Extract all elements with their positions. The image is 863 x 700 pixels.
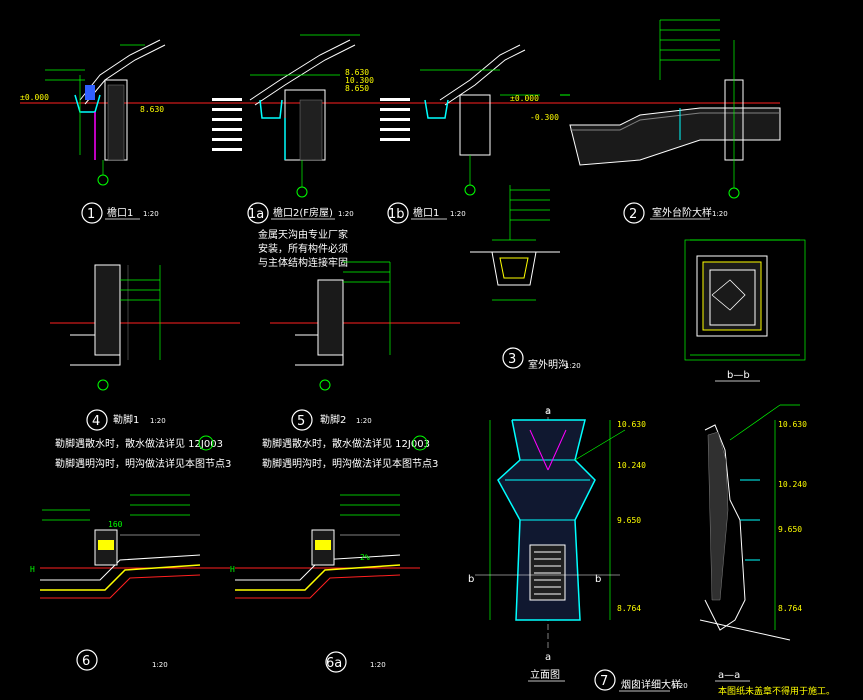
detail-1-eave: ±0.000 8.630 (20, 39, 190, 186)
d6-scale: 1:20 (152, 661, 168, 669)
bb-label: b—b (727, 370, 750, 381)
aa-elev-1: 10.630 (778, 420, 807, 429)
detail-5-plinth-2: 5 勒脚2 1:20 勒脚遇散水时，散水做法详见 12J003 勒脚遇明沟时，明… (262, 261, 460, 470)
elev-label: 立面图 (530, 668, 560, 681)
d6-num: 6 (82, 654, 90, 669)
detail-3-exterior-drain: 3 室外明沟 1:20 (470, 185, 581, 371)
d2-elev-1: ±0.000 (510, 94, 539, 103)
d1-title: 檐口1 (107, 206, 133, 219)
sec-a-bottom: a (545, 652, 551, 663)
d1b-num: 1b (388, 207, 405, 222)
detail-6-roof-parapet: H 160 6 1:20 (30, 494, 230, 671)
d2-elev-2: -0.300 (530, 113, 559, 122)
d3-title: 室外明沟 (528, 358, 568, 371)
d1-scale: 1:20 (143, 210, 159, 218)
detail-6a-roof-parapet: H 2% 6a 1:20 (230, 494, 420, 673)
aa-elev-3: 9.650 (778, 525, 802, 534)
chimney-elev-4: 8.764 (617, 604, 641, 613)
d6a-scale: 1:20 (370, 661, 386, 669)
d1-elev-right: 8.630 (140, 105, 164, 114)
d5-note-2: 勒脚遇明沟时，明沟做法详见本图节点3 (262, 457, 438, 470)
note-center-1: 金属天沟由专业厂家 (258, 228, 348, 241)
d7-num: 7 (600, 674, 608, 689)
d1a-elev-3: 8.650 (345, 84, 369, 93)
chimney-section-aa: 10.630 10.240 9.650 8.764 a—a (699, 404, 807, 682)
d1-elev: ±0.000 (20, 93, 49, 102)
d1a-elev-2: 10.300 (345, 76, 374, 85)
d4-note-1: 勒脚遇散水时，散水做法详见 12J003 (55, 437, 223, 450)
d5-title: 勒脚2 (320, 413, 346, 426)
d4-scale: 1:20 (150, 417, 166, 425)
d6-elev-h: H (30, 565, 35, 574)
detail-4-plinth-1: 4 勒脚1 1:20 勒脚遇散水时，散水做法详见 12J003 勒脚遇明沟时，明… (50, 264, 240, 470)
chimney-elev-3: 9.650 (617, 516, 641, 525)
d2-scale: 1:20 (712, 210, 728, 218)
d6a-elev-h: H (230, 565, 235, 574)
footer-note: 本图纸未盖章不得用于施工。 (718, 685, 835, 697)
sec-b-right: b (595, 574, 601, 585)
d2-title: 室外台阶大样 (652, 206, 712, 219)
svg-text:1: 1 (87, 207, 95, 222)
d1a-num: 1a (248, 207, 264, 222)
d3-num: 3 (508, 352, 516, 367)
d1b-title: 檐口1 (413, 206, 439, 219)
detail-7-label: 7 烟囱详细大样 1:20 (594, 669, 688, 692)
d7-title: 烟囱详细大样 (621, 678, 681, 691)
d1a-title: 檐口2(F房屋) (273, 206, 333, 219)
d3-scale: 1:20 (565, 362, 581, 370)
sec-b-left: b (468, 574, 474, 585)
chimney-elev-2: 10.240 (617, 461, 646, 470)
d4-num: 4 (92, 414, 100, 429)
detail-1b-eave (370, 44, 560, 196)
chimney-elevation: a a b b 10.630 10.240 9.650 8.764 立面图 (468, 406, 646, 682)
d6a-dim-2: 2% (360, 553, 370, 562)
note-center-3: 与主体结构连接牢固 (258, 256, 348, 269)
detail-1a-eave: 8.630 10.300 8.650 (170, 34, 380, 198)
section-bb: b—b (684, 239, 806, 382)
d2-num: 2 (629, 207, 637, 222)
chimney-elev-1: 10.630 (617, 420, 646, 429)
center-note: 金属天沟由专业厂家 安装，所有构件必须 与主体结构连接牢固 (258, 228, 348, 269)
d5-note-1: 勒脚遇散水时，散水做法详见 12J003 (262, 437, 430, 450)
detail-2-exterior-steps: ±0.000 -0.300 (510, 19, 781, 199)
aa-label: a—a (718, 670, 740, 681)
aa-elev-2: 10.240 (778, 480, 807, 489)
d1a-elev-1: 8.630 (345, 68, 369, 77)
d1a-scale: 1:20 (338, 210, 354, 218)
aa-elev-4: 8.764 (778, 604, 802, 613)
d5-scale: 1:20 (356, 417, 372, 425)
d4-title: 勒脚1 (113, 413, 139, 426)
sec-a-top: a (545, 406, 551, 417)
d6a-num: 6a (326, 656, 342, 671)
d1b-scale: 1:20 (450, 210, 466, 218)
note-center-2: 安装，所有构件必须 (258, 242, 348, 255)
d6-dim-160: 160 (108, 520, 123, 529)
d7-scale: 1:20 (672, 682, 688, 690)
detail-labels-row-1: 1 檐口1 1:20 1a 檐口2(F房屋) 1:20 1b 檐口1 1:20 … (81, 202, 728, 224)
d5-num: 5 (297, 414, 305, 429)
d4-note-2: 勒脚遇明沟时，明沟做法详见本图节点3 (55, 457, 231, 470)
